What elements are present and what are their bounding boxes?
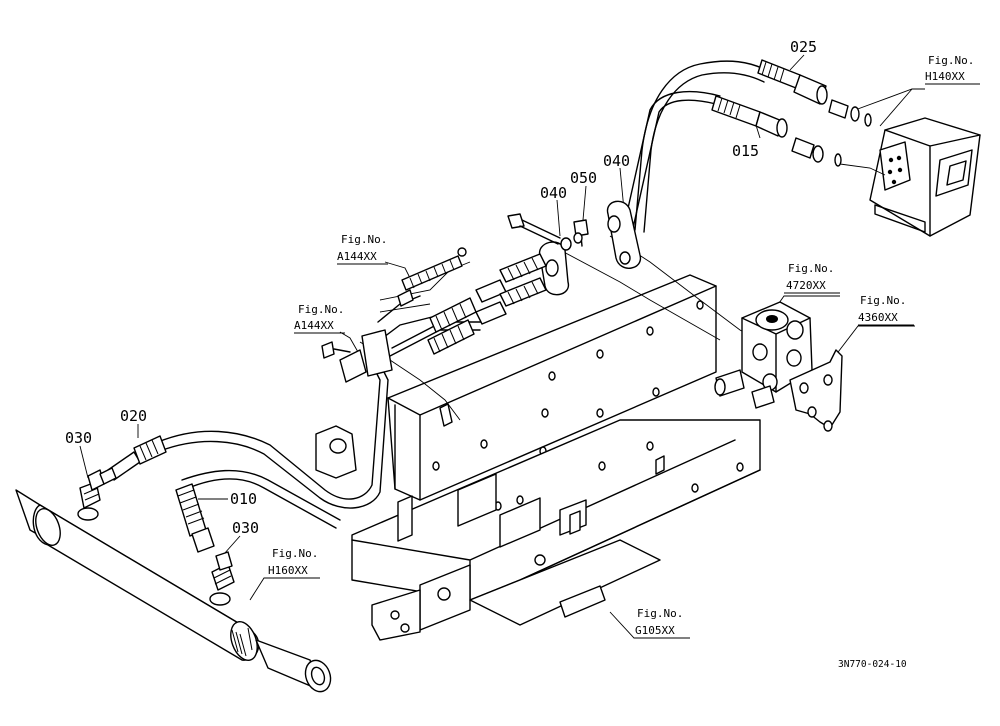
figref-4720-caption: Fig.No. [788,262,834,275]
figref-h160-caption: Fig.No. [272,547,318,560]
hose-fitting-010 [175,483,215,553]
part-number-labels: 025 015 040 050 040 020 030 010 030 [65,38,817,537]
figref-g105-code: G105XX [635,624,675,637]
label-030-right: 030 [232,519,259,537]
label-015: 015 [732,142,759,160]
hose-clamp-040-right [606,200,641,269]
figref-a144-upper-caption: Fig.No. [341,233,387,246]
label-050: 050 [570,169,597,187]
figref-g105-caption: Fig.No. [637,607,683,620]
label-040-left: 040 [540,184,567,202]
valve-bracket [789,349,843,432]
figure-reference-labels: Fig.No. H140XX Fig.No. A144XX Fig.No. A1… [264,54,980,639]
label-040-right: 040 [603,152,630,170]
figref-h140-caption: Fig.No. [928,54,974,67]
figref-a144-upper-code: A144XX [337,250,377,263]
figref-a144-lower-code: A144XX [294,319,334,332]
figref-h140-code: H140XX [925,70,965,83]
coupler-025-upper [757,59,872,127]
elbow-030-right [211,551,235,591]
long-bolt [507,213,583,251]
figref-4720-code: 4720XX [786,279,826,292]
label-025: 025 [790,38,817,56]
pipe-bracket-left [321,329,393,383]
figref-4360-caption: Fig.No. [860,294,906,307]
label-010: 010 [230,490,257,508]
figref-a144-lower-caption: Fig.No. [298,303,344,316]
hose-clamp-040-left [539,241,569,296]
label-030-left: 030 [65,429,92,447]
chassis-frame [315,274,761,641]
hose-fitting-020 [99,435,167,485]
figref-4360-code: 4360XX [858,311,898,324]
spring-guard-upper [397,247,467,307]
figref-h160-code: H160XX [268,564,308,577]
coupler-pair-middle [427,253,547,355]
hydraulic-cylinder [15,489,332,693]
hydraulic-motor [869,117,981,237]
hydraulic-valve [714,301,813,409]
label-020: 020 [120,407,147,425]
coupler-015-lower [711,95,886,176]
drawing-code: 3N770-024-10 [838,659,907,670]
